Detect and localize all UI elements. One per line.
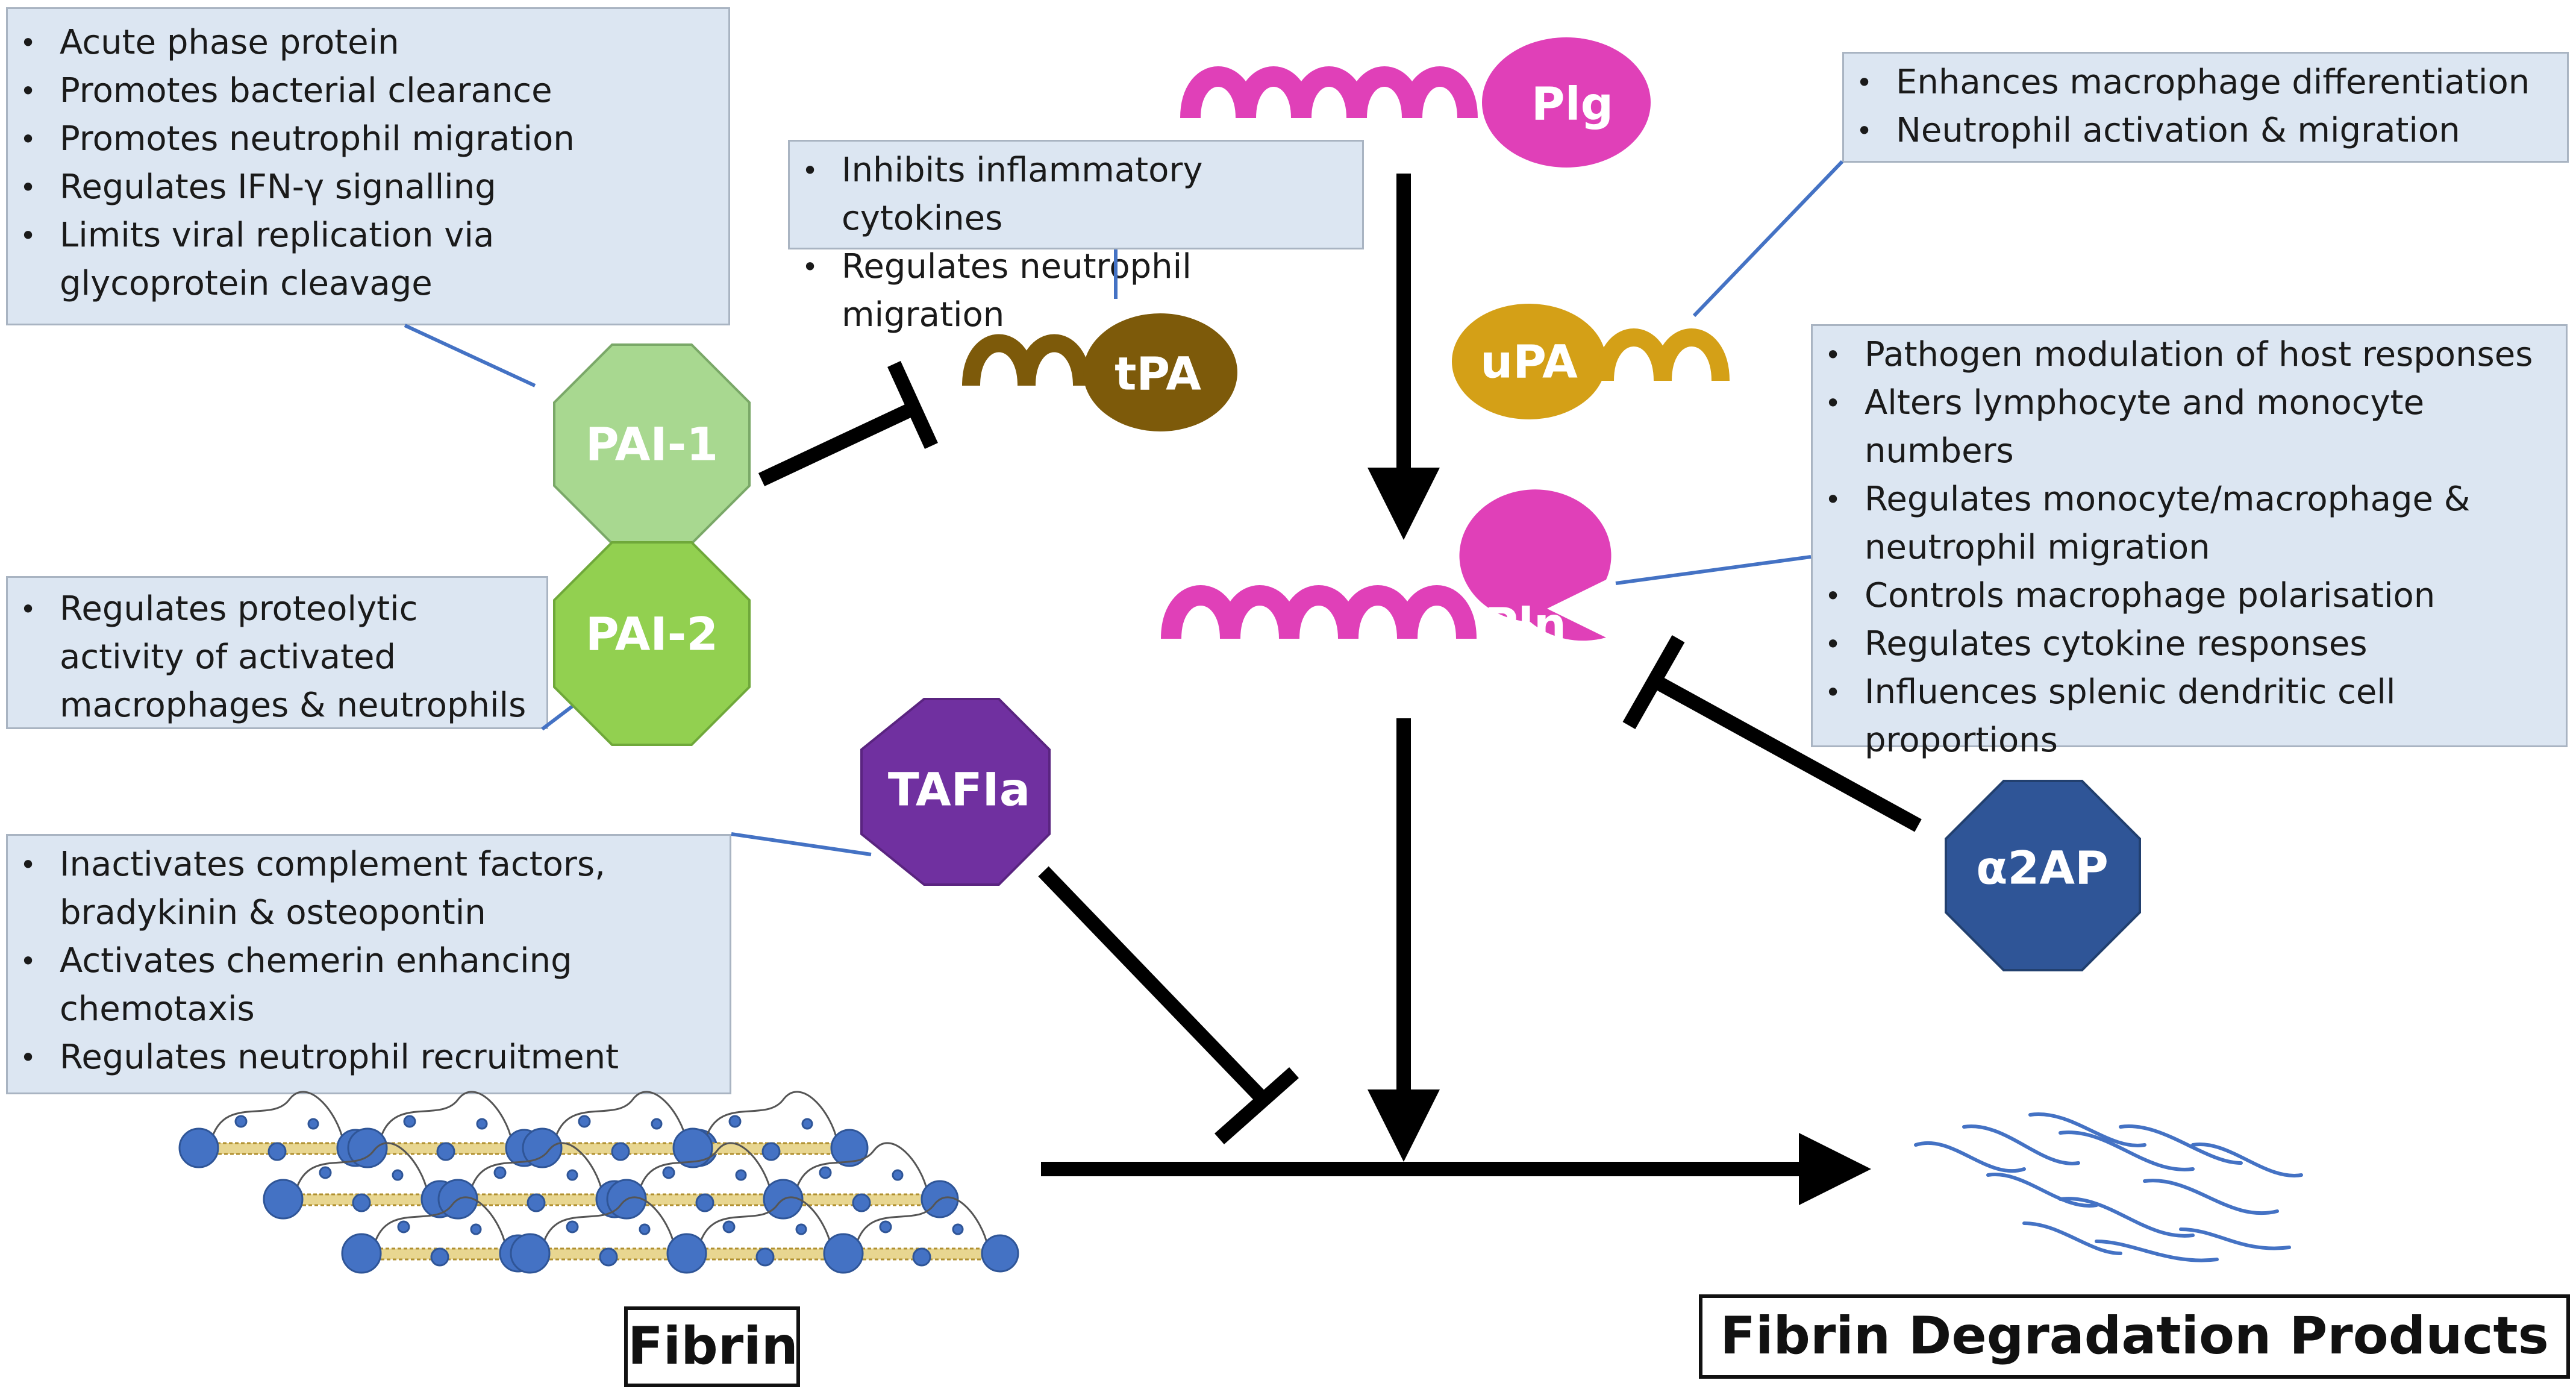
connector-line [1692, 160, 1844, 318]
pai1-function-box: Acute phase protein Promotes bacterial c… [6, 7, 730, 325]
upa-coil [1596, 328, 1730, 381]
fibrin-fragment [1986, 1173, 2098, 1208]
pai1-inhibits-tpa [758, 361, 938, 486]
a2ap-label: α2AP [1976, 841, 2109, 895]
tafia-function-box: Inactivates complement factors, bradykin… [6, 834, 731, 1094]
pai1-label: PAI-1 [586, 418, 718, 471]
upa-label: uPA [1480, 335, 1578, 389]
fibrin-fragments [1914, 1112, 2303, 1262]
fibrin-fragment [2022, 1221, 2122, 1255]
tafia-inhibitor: TAFIa [860, 698, 1051, 886]
fibrin-fragment [1962, 1124, 2080, 1165]
pln-coil [1161, 585, 1477, 639]
list-item: Alters lymphocyte and monocyte numbers [1813, 379, 2566, 475]
pai2-function-list: Regulates proteolytic activity of activa… [8, 585, 546, 730]
fibrin-label-text: Fibrin [628, 1316, 798, 1376]
pln-function-list: Pathogen modulation of host responses Al… [1813, 331, 2566, 765]
fibrin-fragment [2143, 1179, 2279, 1215]
fibrin-mesh [178, 1091, 1019, 1274]
list-item: Controls macrophage polarisation [1813, 572, 2566, 620]
fibrin-label: Fibrin [624, 1306, 800, 1387]
connector-line [404, 324, 536, 387]
list-item: Regulates IFN-γ signalling [8, 163, 728, 212]
pln-label: Pln [1484, 598, 1566, 651]
tafia-label: TAFIa [888, 763, 1030, 817]
connector-line [731, 832, 872, 856]
tpa-function-box: Inhibits inflammatory cytokines Regulate… [788, 140, 1364, 334]
tpa-molecule: tPA [962, 313, 1237, 431]
pai1-function-list: Acute phase protein Promotes bacterial c… [8, 19, 728, 308]
fibrin-fragment [2179, 1227, 2291, 1250]
list-item: Regulates cytokine responses [1813, 620, 2566, 668]
fibrin-unit [672, 1091, 869, 1168]
tafia-function-list: Inactivates complement factors, bradykin… [8, 841, 730, 1082]
pai1-inhibitor: PAI-1 [553, 343, 751, 545]
pai2-label: PAI-2 [586, 607, 718, 661]
plg-coil [1180, 66, 1478, 119]
a2ap-octagon [1945, 780, 2141, 971]
fibrin-unit [763, 1142, 959, 1220]
list-item: Enhances macrophage differentiation [1844, 58, 2567, 107]
list-item: Inhibits inflammatory cytokines [790, 146, 1362, 243]
fibrin-unit [178, 1091, 375, 1168]
fibrin-fragment [2059, 1130, 2195, 1171]
list-item: Acute phase protein [8, 19, 728, 67]
list-item: Regulates proteolytic activity of activa… [8, 585, 530, 730]
a2ap-inhibits-pln [1622, 635, 1922, 832]
list-item: Neutrophil activation & migration [1844, 107, 2567, 155]
fibrin-unit [263, 1142, 459, 1220]
connector-line [1615, 555, 1812, 585]
pln-head [1459, 489, 1612, 641]
fibrin-fragment [2059, 1197, 2195, 1238]
fibrin-fragment [2095, 1240, 2219, 1262]
list-item: Pathogen modulation of host responses [1813, 331, 2566, 379]
plg-label: Plg [1531, 77, 1613, 131]
list-item: Influences splenic dendritic cell propor… [1813, 668, 2467, 765]
list-item: Regulates monocyte/macrophage & neutroph… [1813, 475, 2503, 572]
upa-head [1452, 304, 1606, 419]
upa-function-box: Enhances macrophage differentiation Neut… [1842, 52, 2569, 163]
fibrin-unit [347, 1091, 543, 1168]
plg-head [1482, 37, 1651, 168]
upa-function-list: Enhances macrophage differentiation Neut… [1844, 58, 2567, 155]
list-item: Inactivates complement factors, bradykin… [8, 841, 662, 937]
list-item: Promotes bacterial clearance [8, 67, 728, 115]
fibrin-unit [823, 1196, 1019, 1274]
plg-molecule: Plg [1180, 37, 1651, 168]
products-label-text: Fibrin Degradation Products [1720, 1306, 2549, 1366]
connector-line [541, 701, 578, 731]
tpa-function-list: Inhibits inflammatory cytokines Regulate… [790, 146, 1362, 339]
pai2-function-box: Regulates proteolytic activity of activa… [6, 576, 548, 729]
fibrin-fragment [2028, 1112, 2146, 1147]
tafia-octagon [860, 698, 1051, 886]
tpa-coil [962, 334, 1091, 386]
list-item: Promotes neutrophil migration [8, 115, 728, 163]
products-label: Fibrin Degradation Products [1699, 1294, 2570, 1379]
tpa-head [1083, 313, 1237, 431]
pai2-octagon [553, 541, 751, 746]
fibrin-fragment [1914, 1141, 2026, 1173]
pln-function-box: Pathogen modulation of host responses Al… [1811, 324, 2568, 760]
tpa-label: tPA [1114, 347, 1201, 401]
fibrin-fragment [2191, 1143, 2303, 1177]
fibrin-fragment [2119, 1124, 2243, 1165]
pai2-inhibitor: PAI-2 [553, 541, 751, 746]
pln-molecule: Pln [1161, 489, 1612, 651]
list-item: Regulates neutrophil migration [790, 243, 1362, 339]
a2ap-inhibitor: α2AP [1945, 780, 2141, 971]
upa-molecule: uPA [1452, 304, 1730, 419]
list-item: Activates chemerin enhancing chemotaxis [8, 937, 650, 1033]
tafia-inhibits-fibrinolysis [1038, 866, 1299, 1144]
list-item: Limits viral replication via glycoprotei… [8, 212, 650, 308]
list-item: Regulates neutrophil recruitment [8, 1033, 730, 1082]
